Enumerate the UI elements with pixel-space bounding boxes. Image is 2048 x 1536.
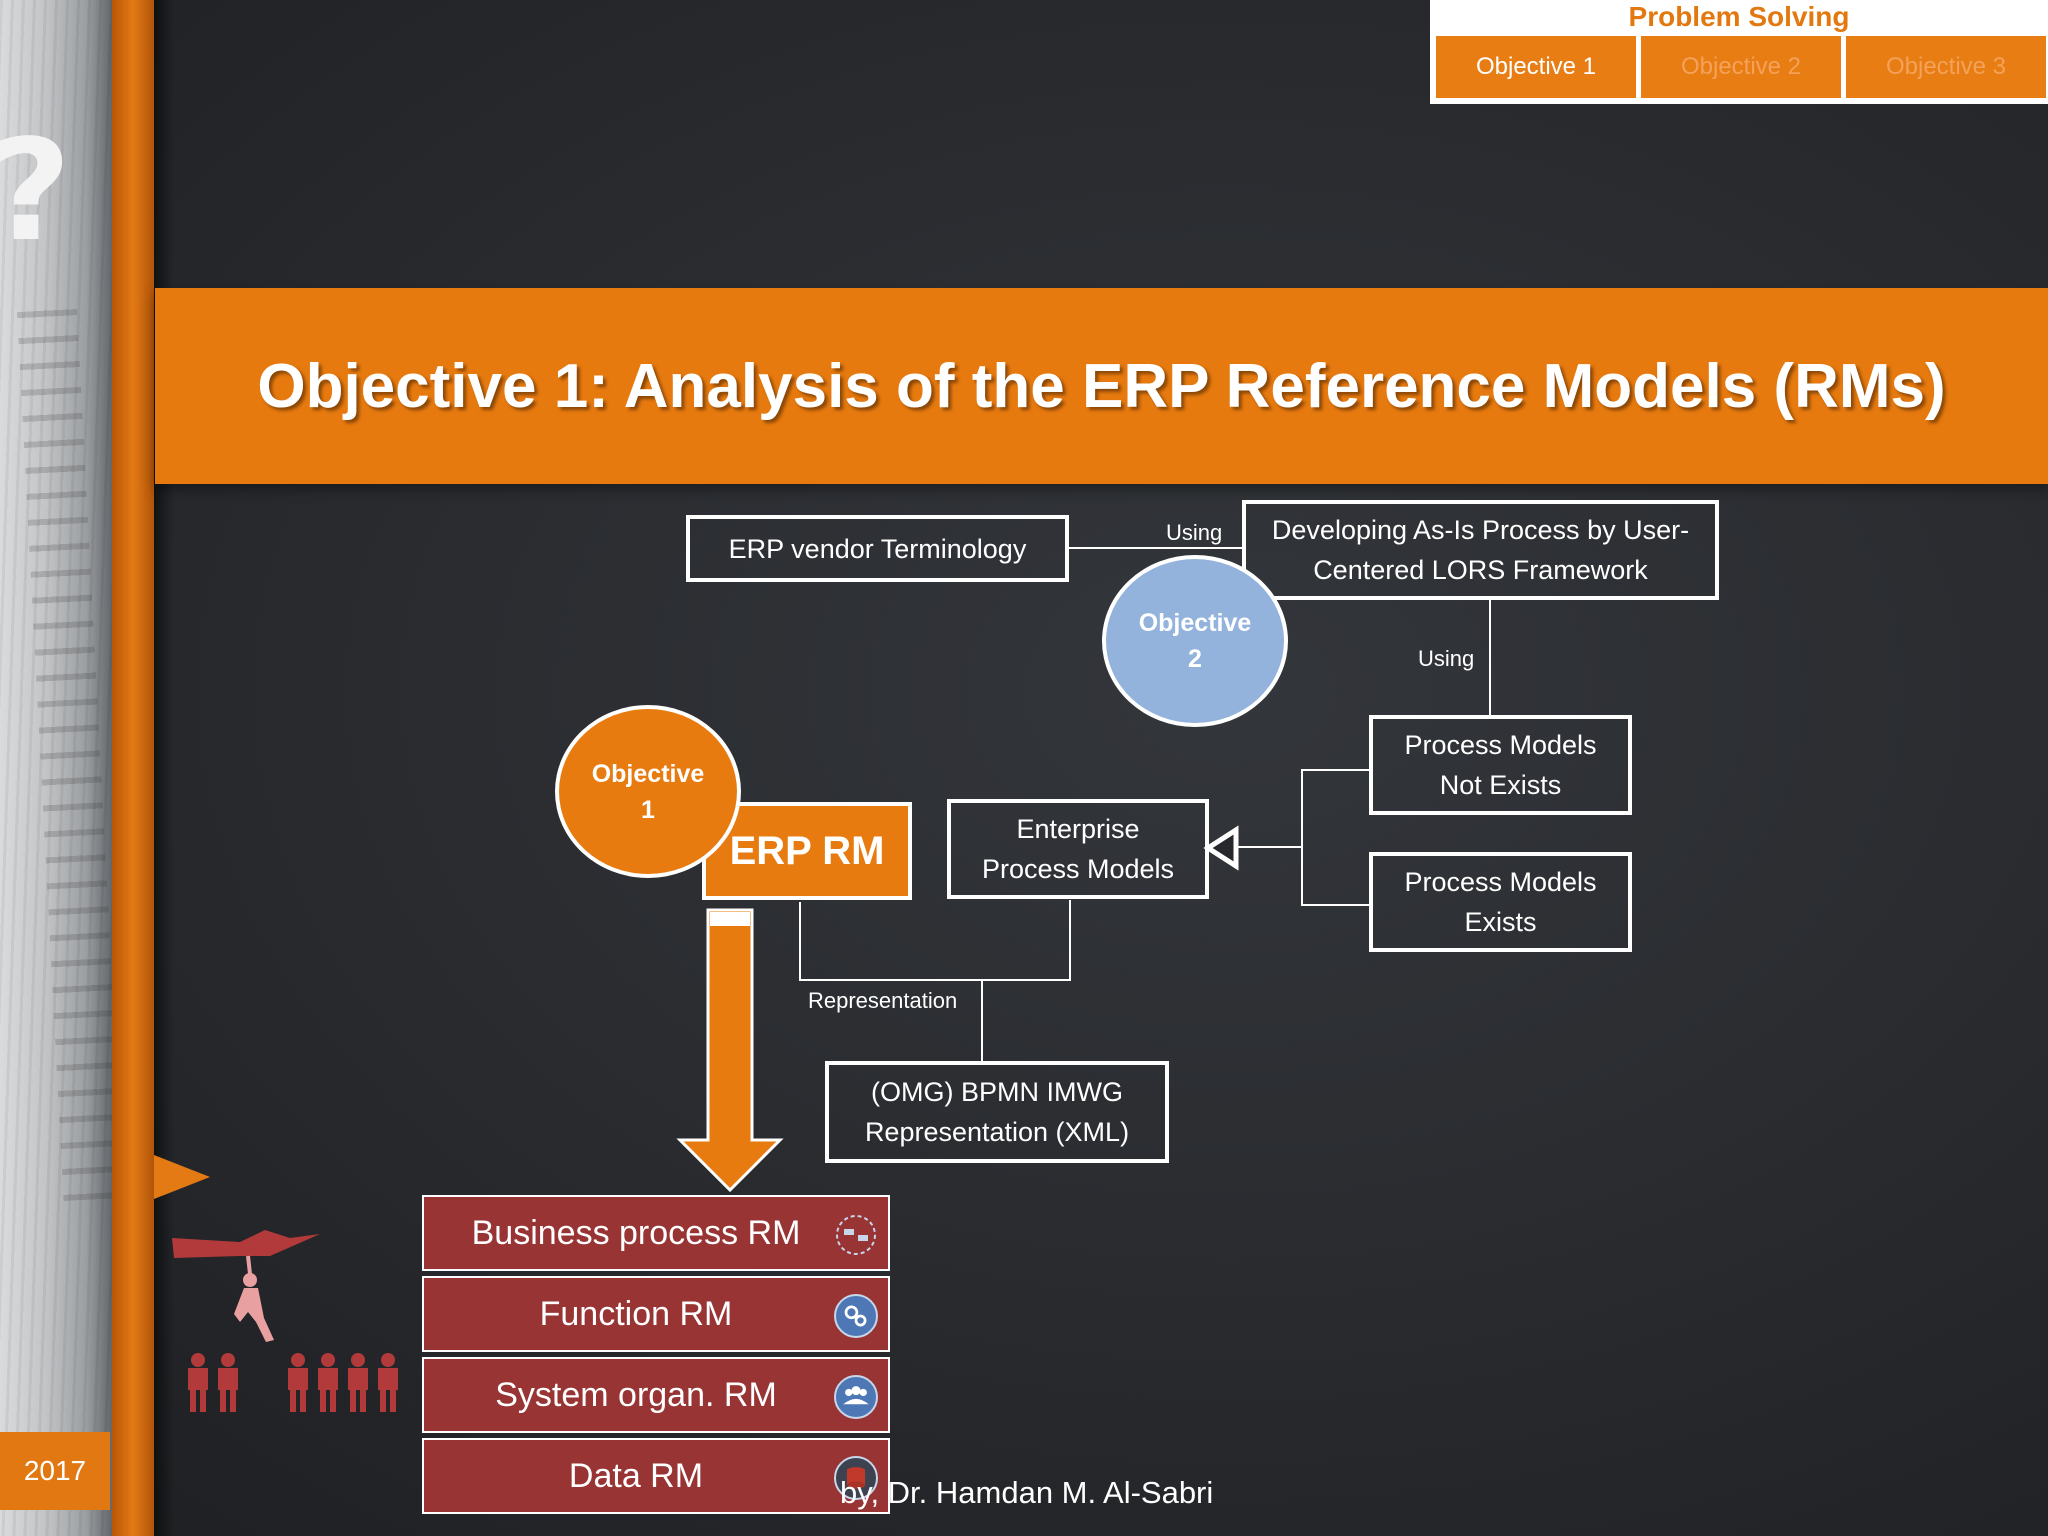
tab-objective-2[interactable]: Objective 2 (1641, 36, 1841, 98)
exists-line-1: Process Models (1404, 867, 1597, 897)
page-title: Objective 1: Analysis of the ERP Referen… (257, 351, 1946, 421)
developing-line-1: Developing As-Is Process by User- (1271, 515, 1690, 545)
question-mark-icon: ? (0, 110, 71, 273)
year-badge: 2017 (0, 1432, 110, 1510)
rm-item-label: Data RM (568, 1456, 704, 1495)
process-models-not-exists-box: Process Models Not Exists (1369, 715, 1632, 815)
rm-item-data[interactable]: Data RM (422, 1438, 890, 1514)
bpmn-line-2: Representation (XML) (864, 1117, 1130, 1147)
erp-vendor-terminology-label: ERP vendor Terminology (728, 533, 1027, 564)
enterprise-process-models-box: Enterprise Process Models (947, 799, 1209, 899)
exists-line-2: Exists (1464, 907, 1537, 937)
connector-erp-to-enterprise (799, 900, 1071, 981)
title-banner (155, 288, 2048, 484)
not-exists-line-2: Not Exists (1439, 770, 1562, 800)
not-exists-line-1: Process Models (1404, 730, 1597, 760)
gears-icon (834, 1294, 878, 1338)
bpmn-line-1: (OMG) BPMN IMWG (871, 1077, 1123, 1107)
objective-2-line-1: Objective (1138, 609, 1252, 637)
bpmn-representation-box: (OMG) BPMN IMWG Representation (XML) (825, 1061, 1169, 1163)
process-gear-icon (836, 1215, 876, 1255)
objective-1-line-1: Objective (591, 759, 705, 788)
objective-1-circle: Objective 1 (555, 705, 741, 878)
tab-objective-3[interactable]: Objective 3 (1846, 36, 2046, 98)
using-label-top: Using (1166, 520, 1223, 545)
erp-rm-box: ERP RM (702, 802, 912, 900)
rm-item-function[interactable]: Function RM (422, 1276, 890, 1352)
left-decorative-photo: ? (0, 0, 124, 1536)
author-credit: by, Dr. Hamdan M. Al-Sabri (840, 1475, 1214, 1510)
developing-as-is-box: Developing As-Is Process by User- Center… (1242, 500, 1719, 600)
people-group-icon (834, 1375, 878, 1419)
connector-process-models-bracket (1301, 769, 1370, 906)
tab-objective-1[interactable]: Objective 1 (1436, 36, 1636, 98)
rm-item-system-organ[interactable]: System organ. RM (422, 1357, 890, 1433)
developing-line-2: Centered LORS Framework (1313, 555, 1648, 585)
helping-hand-logo (172, 1230, 398, 1412)
enterprise-line-1: Enterprise (1016, 814, 1140, 844)
down-arrow-icon (676, 908, 784, 1193)
inheritance-arrowhead-icon (1203, 825, 1239, 871)
rm-item-business-process[interactable]: Business process RM (422, 1195, 890, 1271)
arrow-top-highlight (710, 912, 750, 926)
nav-heading: Problem Solving (1628, 1, 1850, 32)
erp-vendor-terminology-box: ERP vendor Terminology (686, 515, 1069, 582)
rm-item-label: Function RM (539, 1294, 733, 1333)
process-models-exists-box: Process Models Exists (1369, 852, 1632, 952)
database-icon (834, 1456, 878, 1500)
orange-strip-notch (154, 1155, 210, 1199)
objective-1-line-2: 1 (641, 795, 655, 824)
using-label-right: Using (1418, 646, 1475, 671)
objective-2-line-2: 2 (1188, 645, 1202, 673)
orange-side-strip (112, 0, 154, 1536)
objective-2-circle: Objective 2 (1102, 555, 1288, 727)
rm-item-label: System organ. RM (495, 1375, 777, 1414)
representation-label: Representation (808, 988, 958, 1013)
enterprise-line-2: Process Models (981, 854, 1175, 884)
rm-item-label: Business process RM (471, 1213, 801, 1252)
